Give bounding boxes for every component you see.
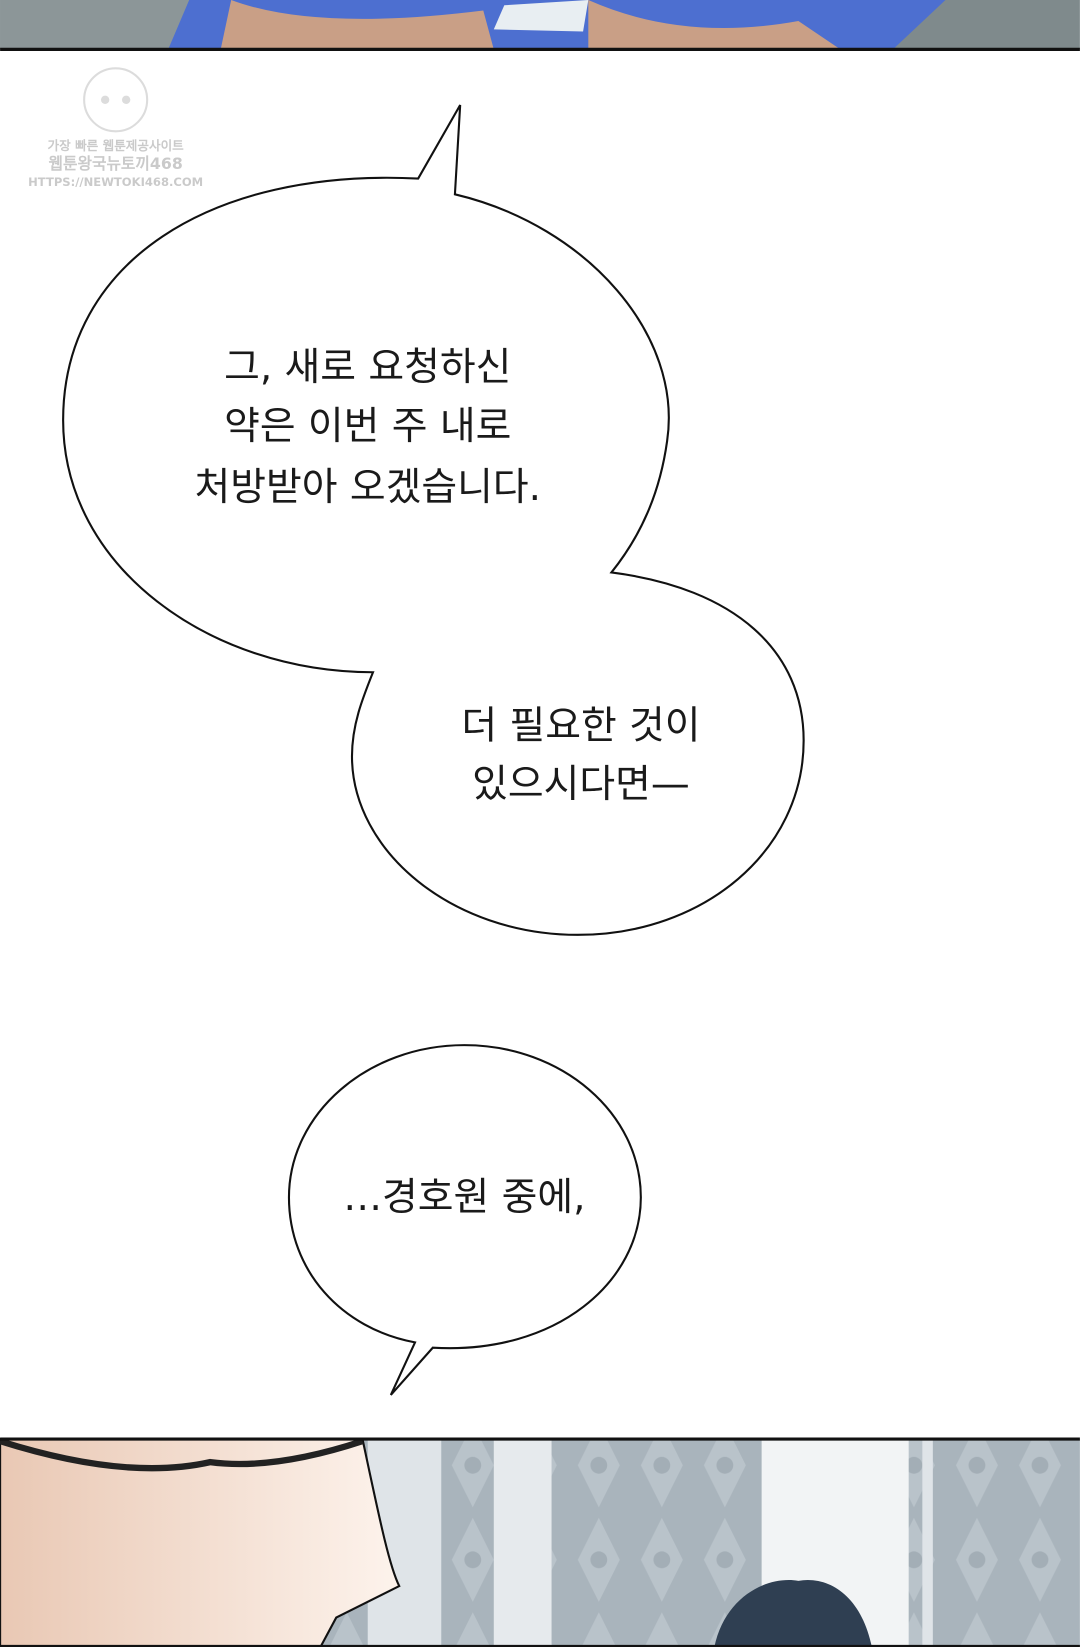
bubble1-line2: 약은 이번 주 내로 <box>224 404 511 449</box>
bubble1-line3: 처방받아 오겠습니다. <box>195 465 541 510</box>
bubble1-line1: 그, 새로 요청하신 <box>224 345 511 390</box>
speech-bubble-1: 그, 새로 요청하신 약은 이번 주 내로 처방받아 오겠습니다. 더 필요한 … <box>62 104 805 936</box>
top-panel <box>0 0 1080 51</box>
bubble2-line1: 더 필요한 것이 <box>461 703 700 748</box>
watermark-line2: 웹툰왕국뉴토끼468 <box>48 154 182 173</box>
watermark-line3: HTTPS://NEWTOKI468.COM <box>28 175 203 189</box>
bottom-panel <box>0 1437 1080 1647</box>
watermark: 가장 빠른 웹툰제공사이트 웹툰왕국뉴토끼468 HTTPS://NEWTOKI… <box>28 67 203 189</box>
bubble2-line2: 있으시다면— <box>472 762 690 807</box>
watermark-line1: 가장 빠른 웹툰제공사이트 <box>48 138 185 153</box>
bubble3-line1: …경호원 중에, <box>343 1175 585 1220</box>
speech-bubble-3: …경호원 중에, <box>287 1044 642 1396</box>
